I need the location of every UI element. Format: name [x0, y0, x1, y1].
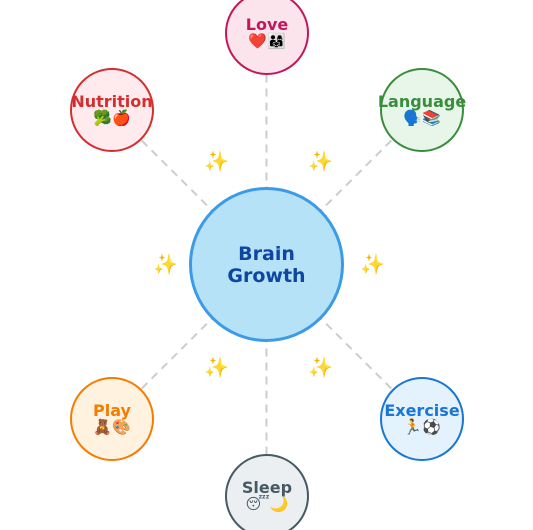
love-label: Love [245, 15, 289, 34]
sleep-emoji-icon: 😴🌙 [245, 495, 289, 513]
nutrition-emoji-icon: 🥦🍎 [93, 109, 131, 127]
sparkle-icon: ✨ [153, 252, 178, 276]
nutrition-node: Nutrition 🥦🍎 [70, 68, 154, 152]
sparkle-icon: ✨ [204, 149, 229, 173]
nutrition-label: Nutrition [71, 92, 153, 111]
sparkle-icon: ✨ [308, 149, 333, 173]
sparkle-icon: ✨ [360, 252, 385, 276]
brain-growth-node: Brain Growth [189, 187, 344, 342]
language-label: Language [377, 92, 467, 111]
play-emoji-icon: 🧸🎨 [93, 418, 131, 436]
play-node: Play 🧸🎨 [70, 377, 154, 461]
play-label: Play [93, 401, 131, 420]
exercise-emoji-icon: 🏃⚽ [403, 418, 441, 436]
center-label-line2: Growth [227, 264, 306, 287]
center-label-line1: Brain [238, 242, 295, 265]
language-node: Language 🗣️📚 [377, 68, 467, 152]
sleep-label: Sleep [241, 478, 293, 497]
love-node: Love ❤️👨‍👩‍👧 [225, 0, 309, 75]
love-emoji-icon: ❤️👨‍👩‍👧 [248, 32, 286, 50]
sparkle-icon: ✨ [204, 355, 229, 379]
exercise-node: Exercise 🏃⚽ [380, 377, 464, 461]
exercise-label: Exercise [384, 401, 460, 420]
sparkle-icon: ✨ [308, 355, 333, 379]
sleep-node: Sleep 😴🌙 [225, 454, 309, 530]
language-emoji-icon: 🗣️📚 [403, 109, 441, 127]
